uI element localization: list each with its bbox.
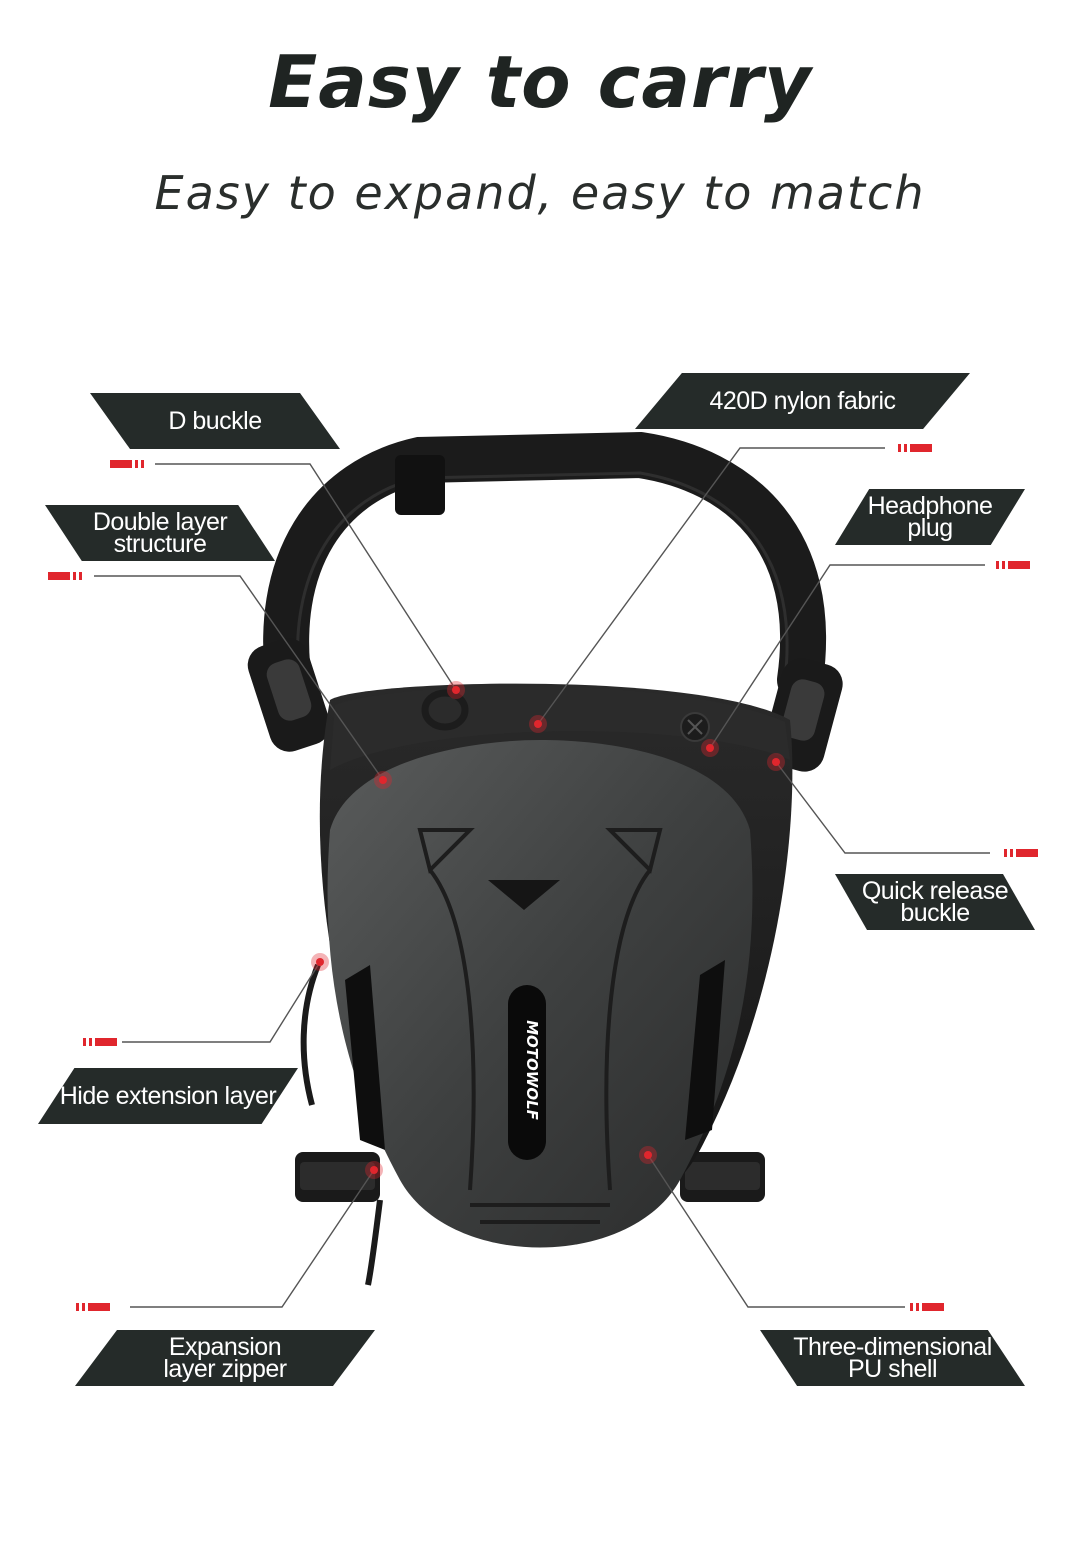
brand-logo: MOTOWOLF [523, 1020, 541, 1121]
headphone-port-cross [687, 719, 703, 735]
shell-contours [417, 828, 663, 1224]
page-title: Easy to carry [268, 40, 812, 124]
left-buckle [247, 638, 331, 752]
marker-dots [311, 681, 785, 1179]
callout-headphone-plug: Headphone plug [835, 489, 1025, 545]
shell-triangle [488, 880, 560, 910]
red-dash-markers [48, 444, 1038, 1311]
callout-pu-shell: Three-dimensional PU shell [760, 1330, 1025, 1386]
nylon-panel [330, 686, 790, 770]
left-vent [345, 965, 385, 1150]
callout-expansion-zipper: Expansion layer zipper [75, 1330, 375, 1386]
d-ring [421, 689, 469, 731]
zipper-pulls [300, 963, 383, 1286]
callout-nylon-fabric: 420D nylon fabric [635, 373, 970, 429]
leg-strap [295, 1152, 765, 1202]
logo-pill [508, 985, 546, 1160]
strap [263, 431, 827, 713]
callout-d-buckle: D buckle [90, 393, 340, 449]
callout-hide-extension: Hide extension layer [38, 1068, 298, 1124]
callout-double-layer: Double layer structure [45, 505, 275, 561]
callout-quick-release: Quick release buckle [835, 874, 1035, 930]
right-vent [685, 960, 725, 1140]
leader-lines [94, 447, 990, 1308]
page-subtitle: Easy to expand, easy to match [154, 166, 926, 220]
